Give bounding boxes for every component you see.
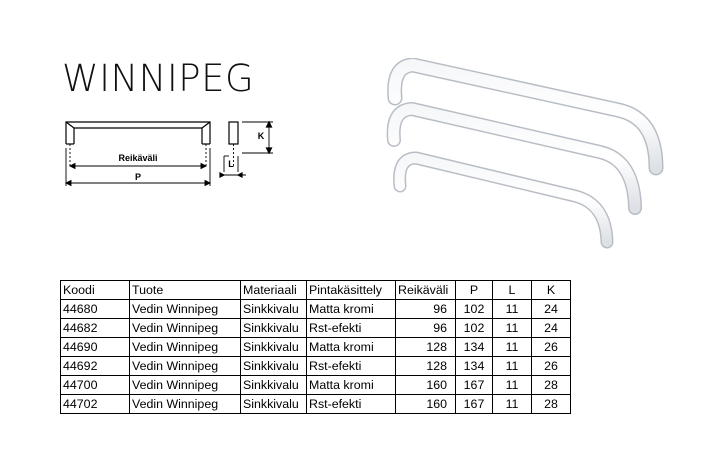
cell-p: 102 xyxy=(455,318,493,338)
header-koodi: Koodi xyxy=(60,280,130,300)
cell-pintakasittely: Matta kromi xyxy=(306,375,396,395)
cell-l: 11 xyxy=(492,356,532,376)
table-row: 44702 Vedin Winnipeg Sinkkivalu Rst-efek… xyxy=(60,394,571,414)
header-reikavali: Reikäväli xyxy=(395,280,456,300)
cell-tuote: Vedin Winnipeg xyxy=(129,356,241,376)
cell-tuote: Vedin Winnipeg xyxy=(129,375,241,395)
cell-koodi: 44690 xyxy=(60,337,130,357)
cell-koodi: 44702 xyxy=(60,394,130,414)
cell-tuote: Vedin Winnipeg xyxy=(129,299,241,319)
cell-pintakasittely: Matta kromi xyxy=(306,299,396,319)
hole-center-lines xyxy=(69,144,207,168)
cell-reikavali: 160 xyxy=(395,394,456,414)
cell-pintakasittely: Matta kromi xyxy=(306,337,396,357)
header-k: K xyxy=(531,280,571,300)
cell-tuote: Vedin Winnipeg xyxy=(129,394,241,414)
cell-koodi: 44700 xyxy=(60,375,130,395)
cell-reikavali: 128 xyxy=(395,356,456,376)
cell-p: 167 xyxy=(455,375,493,395)
cell-koodi: 44682 xyxy=(60,318,130,338)
cell-pintakasittely: Rst-efekti xyxy=(306,318,396,338)
table-row: 44682 Vedin Winnipeg Sinkkivalu Rst-efek… xyxy=(60,318,571,338)
cell-l: 11 xyxy=(492,337,532,357)
cell-materiaali: Sinkkivalu xyxy=(240,337,307,357)
cell-tuote: Vedin Winnipeg xyxy=(129,337,241,357)
height-label: K xyxy=(258,131,265,141)
cell-reikavali: 96 xyxy=(395,318,456,338)
cell-materiaali: Sinkkivalu xyxy=(240,299,307,319)
header-p: P xyxy=(455,280,493,300)
cell-materiaali: Sinkkivalu xyxy=(240,318,307,338)
cell-materiaali: Sinkkivalu xyxy=(240,394,307,414)
cell-p: 167 xyxy=(455,394,493,414)
handle-small xyxy=(393,151,614,249)
cell-p: 134 xyxy=(455,356,493,376)
cell-k: 28 xyxy=(531,375,571,395)
cell-tuote: Vedin Winnipeg xyxy=(129,318,241,338)
cell-l: 11 xyxy=(492,394,532,414)
cell-pintakasittely: Rst-efekti xyxy=(306,356,396,376)
cell-koodi: 44692 xyxy=(60,356,130,376)
cell-reikavali: 96 xyxy=(395,299,456,319)
cell-reikavali: 160 xyxy=(395,375,456,395)
header-pintakasittely: Pintakäsittely xyxy=(306,280,396,300)
handle-front-view xyxy=(65,121,211,145)
handle-side-view xyxy=(219,120,273,178)
table-row: 44692 Vedin Winnipeg Sinkkivalu Rst-efek… xyxy=(60,356,571,376)
product-title: WINNIPEG xyxy=(62,57,255,100)
handle-large xyxy=(387,58,664,176)
table-row: 44700 Vedin Winnipeg Sinkkivalu Matta kr… xyxy=(60,375,571,395)
width-label: L xyxy=(228,159,234,169)
cell-k: 26 xyxy=(531,356,571,376)
hole-spacing-dimension xyxy=(68,162,208,170)
cell-k: 26 xyxy=(531,337,571,357)
dimension-diagram: Reikäväli P L K xyxy=(64,120,273,187)
table-row: 44680 Vedin Winnipeg Sinkkivalu Matta kr… xyxy=(60,299,571,319)
cell-pintakasittely: Rst-efekti xyxy=(306,394,396,414)
header-materiaali: Materiaali xyxy=(240,280,307,300)
cell-l: 11 xyxy=(492,318,532,338)
overall-length-dimension xyxy=(64,148,212,187)
cell-koodi: 44680 xyxy=(60,299,130,319)
cell-k: 24 xyxy=(531,318,571,338)
cell-l: 11 xyxy=(492,375,532,395)
cell-p: 134 xyxy=(455,337,493,357)
table-header-row: Koodi Tuote Materiaali Pintakäsittely Re… xyxy=(60,280,571,300)
cell-reikavali: 128 xyxy=(395,337,456,357)
product-spec-table: Koodi Tuote Materiaali Pintakäsittely Re… xyxy=(60,280,571,414)
hole-spacing-label: Reikäväli xyxy=(118,153,157,163)
cell-l: 11 xyxy=(492,299,532,319)
header-l: L xyxy=(492,280,532,300)
cell-materiaali: Sinkkivalu xyxy=(240,375,307,395)
product-photo xyxy=(386,58,664,249)
cell-k: 24 xyxy=(531,299,571,319)
cell-materiaali: Sinkkivalu xyxy=(240,356,307,376)
table-row: 44690 Vedin Winnipeg Sinkkivalu Matta kr… xyxy=(60,337,571,357)
handle-medium xyxy=(386,102,642,215)
cell-k: 28 xyxy=(531,394,571,414)
header-tuote: Tuote xyxy=(129,280,241,300)
cell-p: 102 xyxy=(455,299,493,319)
overall-length-label: P xyxy=(135,172,141,182)
